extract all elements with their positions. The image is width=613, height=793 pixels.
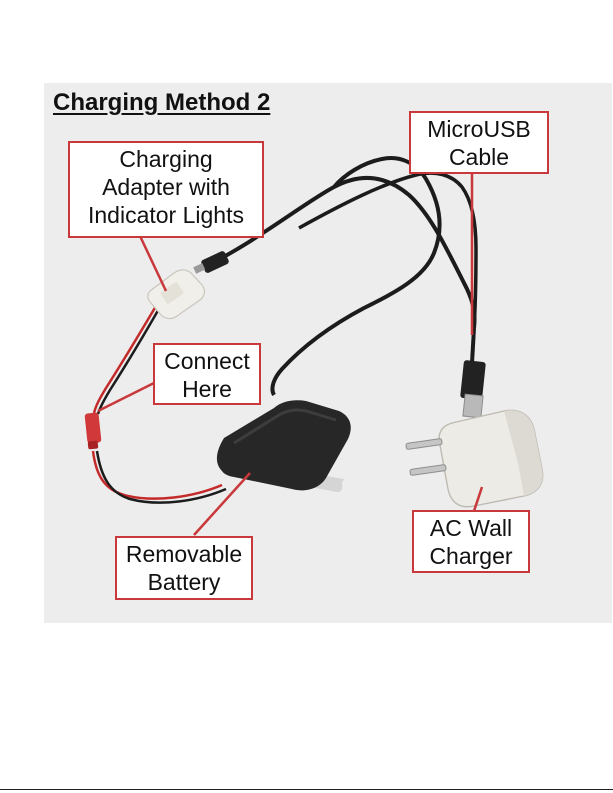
jst-connector-tip bbox=[88, 440, 99, 449]
jst-connector bbox=[84, 412, 101, 443]
adapter-black-wire bbox=[98, 307, 160, 414]
micro-usb-plug bbox=[200, 250, 229, 274]
ac-prong-upper bbox=[406, 439, 442, 450]
callout-microusb-cable: MicroUSB Cable bbox=[409, 111, 549, 174]
callout-microusb-line-2: Cable bbox=[411, 143, 547, 171]
callout-charging-adapter: Charging Adapter with Indicator Lights bbox=[68, 141, 264, 238]
callout-charger-line-1: AC Wall bbox=[414, 514, 528, 542]
callout-ac-wall-charger: AC Wall Charger bbox=[412, 510, 530, 573]
callout-connect-line-2: Here bbox=[155, 375, 259, 403]
usb-cable-loop bbox=[272, 158, 439, 395]
callout-microusb-line-1: MicroUSB bbox=[411, 115, 547, 143]
usb-a-plug-body bbox=[460, 360, 486, 400]
leader-battery bbox=[194, 473, 250, 535]
battery-black-wire bbox=[97, 451, 226, 503]
callout-charging-adapter-line-2: Adapter with bbox=[70, 173, 262, 201]
callout-charger-line-2: Charger bbox=[414, 542, 528, 570]
battery-red-wire bbox=[93, 451, 222, 499]
callout-connect-here: Connect Here bbox=[153, 343, 261, 405]
usb-a-plug-metal bbox=[463, 394, 483, 418]
callout-connect-line-1: Connect bbox=[155, 347, 259, 375]
callout-charging-adapter-line-3: Indicator Lights bbox=[70, 201, 262, 229]
page-title: Charging Method 2 bbox=[53, 89, 270, 117]
page-bottom-rule bbox=[0, 789, 613, 790]
callout-battery-line-2: Battery bbox=[117, 568, 251, 596]
ac-prong-lower bbox=[410, 465, 446, 476]
callout-battery-line-1: Removable bbox=[117, 540, 251, 568]
callout-charging-adapter-line-1: Charging bbox=[70, 145, 262, 173]
callout-removable-battery: Removable Battery bbox=[115, 536, 253, 600]
leader-adapter bbox=[140, 236, 166, 291]
